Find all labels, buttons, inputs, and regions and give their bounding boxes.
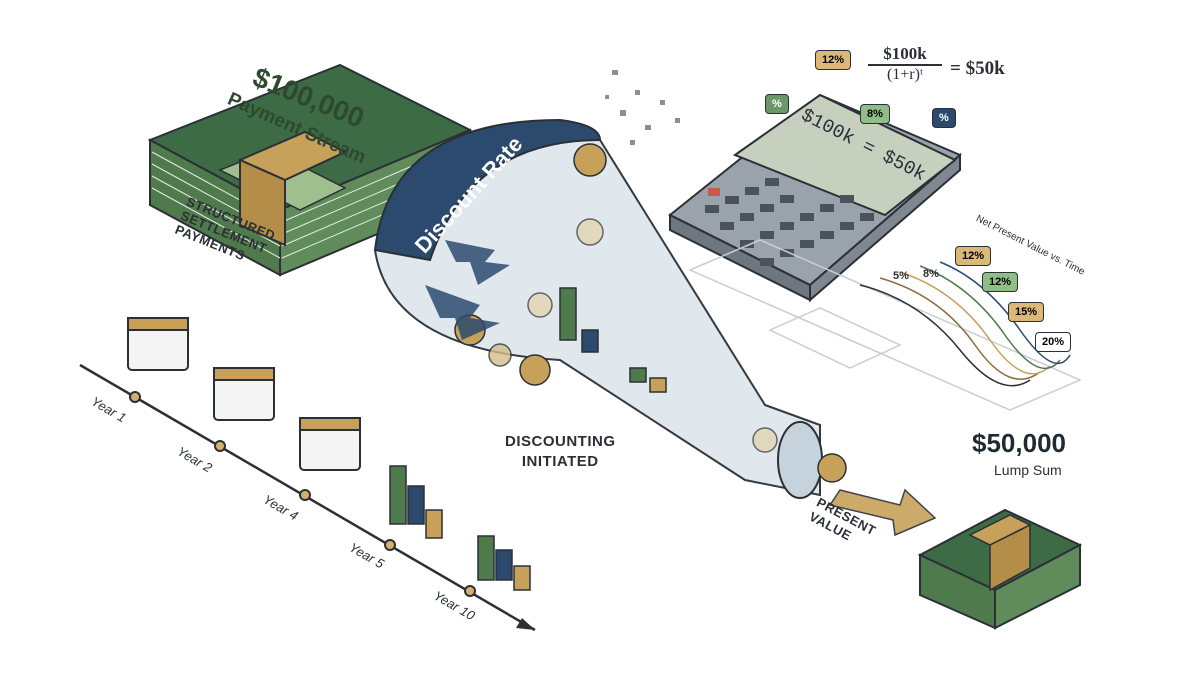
caption-line: DISCOUNTING [505, 433, 616, 450]
lump-sum-amount: $50,000 [972, 428, 1066, 458]
npv-rate-tag: 12% [955, 246, 992, 266]
present-value-arrow [828, 488, 937, 537]
npv-rate-label: 5% [893, 270, 909, 282]
bar-group-icon [477, 535, 531, 591]
npv-rate-label: 8% [923, 268, 939, 280]
bar-group-icon [389, 465, 443, 539]
percent-bubble: % [932, 108, 956, 128]
money-stack-small [917, 508, 1083, 630]
lump-sum-caption: Lump Sum [994, 462, 1062, 478]
npv-rate-tag: 12% [982, 272, 1019, 292]
calendar-icon [127, 317, 189, 371]
calculator-icon [668, 93, 962, 303]
formula-denominator: (1+r)ᵗ [886, 66, 924, 83]
discounting-caption: DISCOUNTING INITIATED [505, 432, 616, 472]
formula-result: = $50k [950, 58, 1005, 79]
timeline [79, 363, 536, 632]
formula-numerator: $100k [868, 44, 942, 66]
npv-sheet [688, 239, 1082, 411]
npv-rate-tag: 20% [1035, 332, 1072, 352]
rate-bubble: 8% [860, 104, 890, 124]
discount-funnel [373, 70, 847, 499]
calendar-icon [299, 417, 361, 471]
percent-bubble: % [765, 94, 789, 114]
npv-rate-tag: 15% [1008, 302, 1045, 322]
rate-bubble: 12% [815, 50, 852, 70]
pv-formula: $100k (1+r)ᵗ [868, 44, 942, 84]
calendar-icon [213, 367, 275, 421]
caption-line: INITIATED [521, 453, 599, 470]
